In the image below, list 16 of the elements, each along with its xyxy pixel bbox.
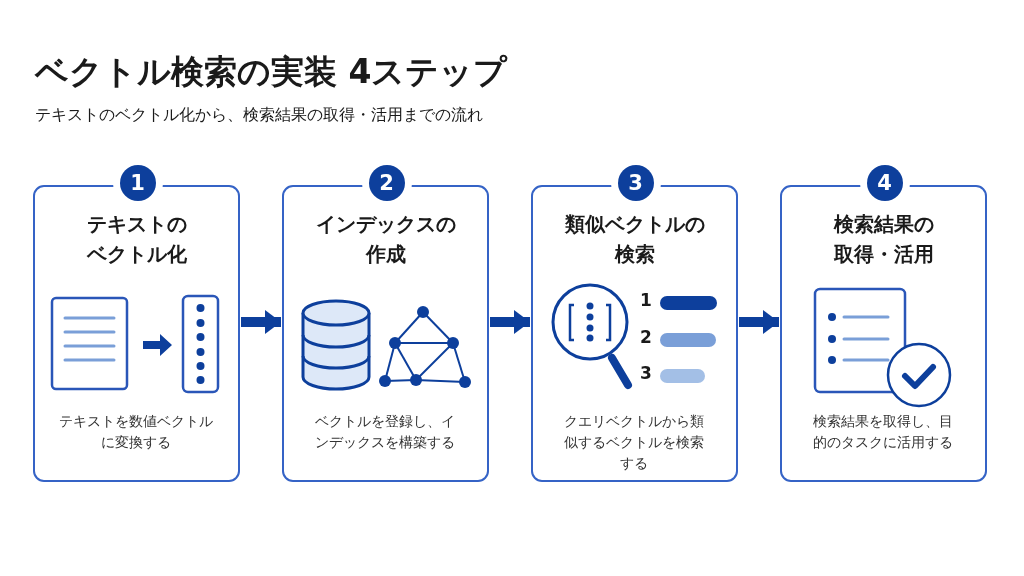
step-heading: 検索結果の取得・活用 — [832, 211, 935, 268]
arrow — [739, 310, 779, 334]
arrow — [241, 310, 281, 334]
step-heading: インデックスの作成 — [314, 211, 457, 268]
step-heading: テキストのベクトル化 — [85, 211, 188, 268]
step-description: 検索結果を取得し、目的のタスクに活用する — [812, 412, 955, 452]
step-heading: 類似ベクトルの検索 — [563, 211, 706, 268]
step-description: テキストを数値ベクトルに変換する — [58, 412, 215, 452]
arrow — [490, 310, 530, 334]
rank-number: 3 — [640, 363, 652, 383]
step-description: ベクトルを登録し、インデックスを構築する — [314, 412, 457, 452]
subtitle: テキストのベクトル化から、検索結果の取得・活用までの流れ — [35, 105, 483, 126]
title: ベクトル検索の実装 4ステップ — [35, 51, 508, 93]
step-description: クエリベクトルから類似するベクトルを検索する — [563, 412, 706, 473]
rank-number: 2 — [640, 327, 652, 347]
rank-number: 1 — [640, 290, 652, 310]
